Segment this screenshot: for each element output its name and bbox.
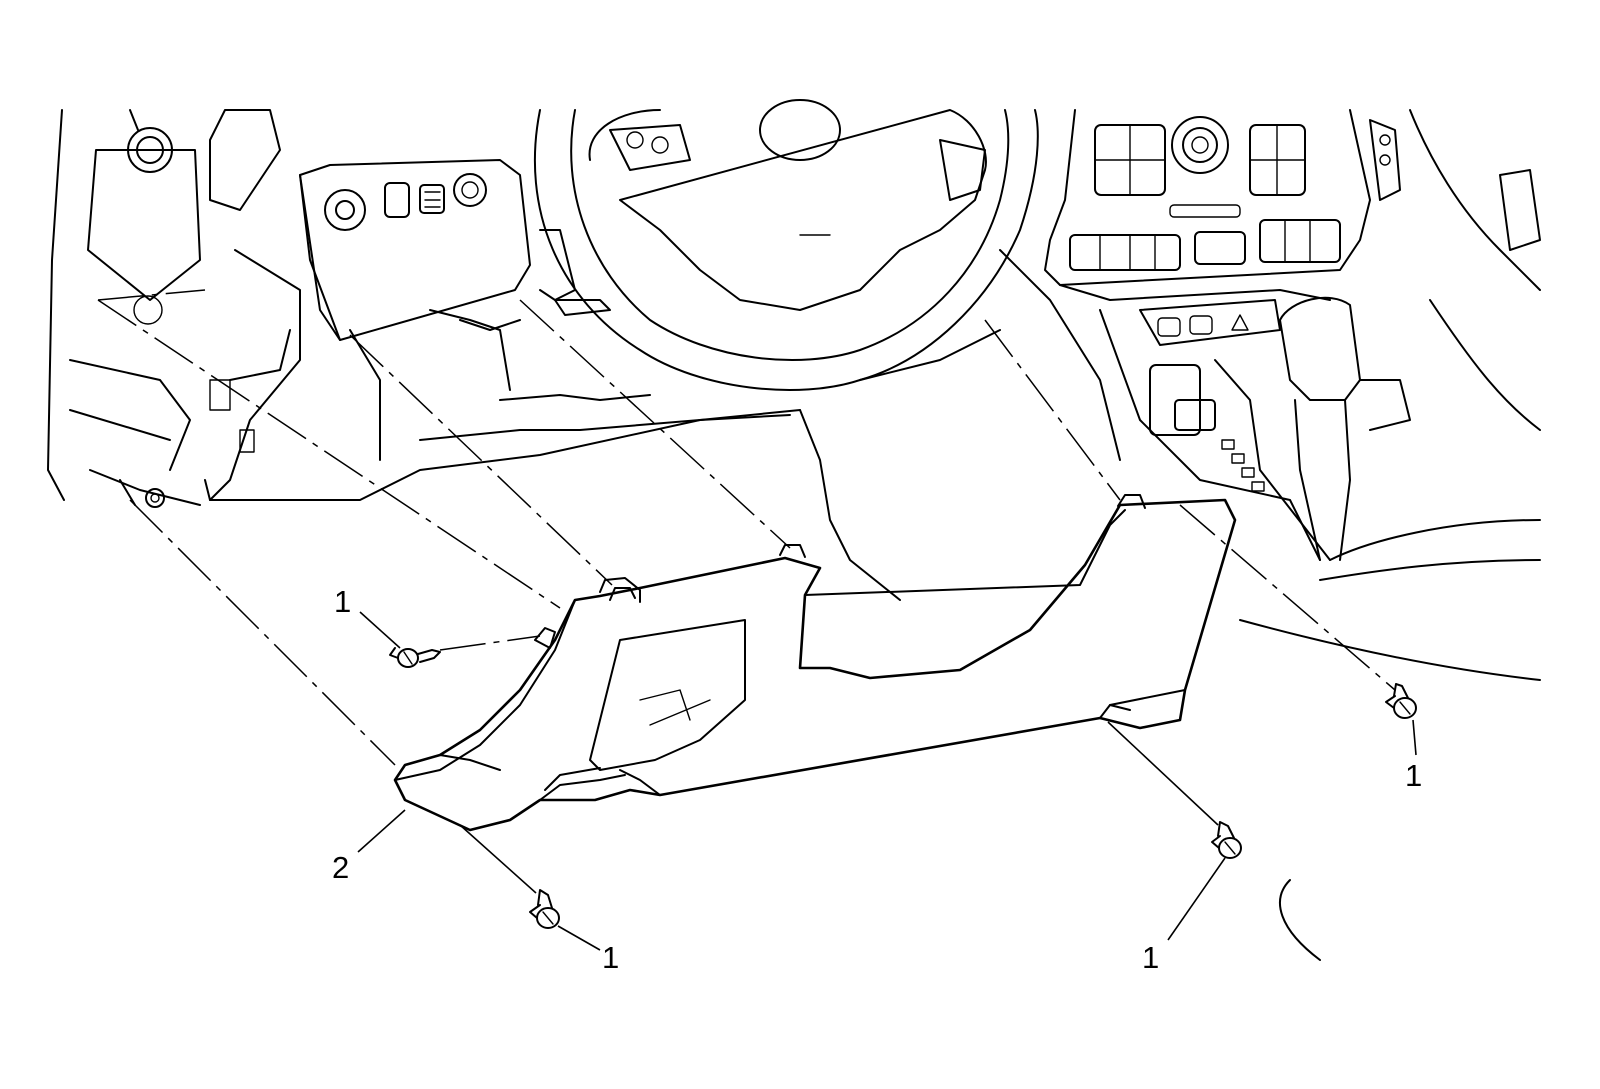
steering-wheel — [533, 99, 1039, 391]
callout-label: 1 — [1142, 940, 1159, 975]
knee-bolster-panel — [393, 494, 1237, 832]
alignment-lines — [97, 289, 1396, 766]
center-stack-controls — [1044, 109, 1401, 286]
callout-label: 1 — [1405, 758, 1422, 793]
headlamp-switch-cluster — [299, 159, 531, 341]
callout-label: 1 — [334, 584, 351, 619]
callouts: 1 1 1 1 2 — [332, 584, 1422, 975]
screw-lower-mid — [1107, 721, 1242, 859]
center-console — [1059, 284, 1541, 581]
callout-label: 1 — [602, 940, 619, 975]
screw-right — [1385, 683, 1417, 719]
screw-upper-left — [389, 635, 541, 668]
screw-lower-left — [459, 824, 560, 929]
instrument-panel-background — [47, 99, 1541, 961]
callout-label: 2 — [332, 850, 349, 885]
